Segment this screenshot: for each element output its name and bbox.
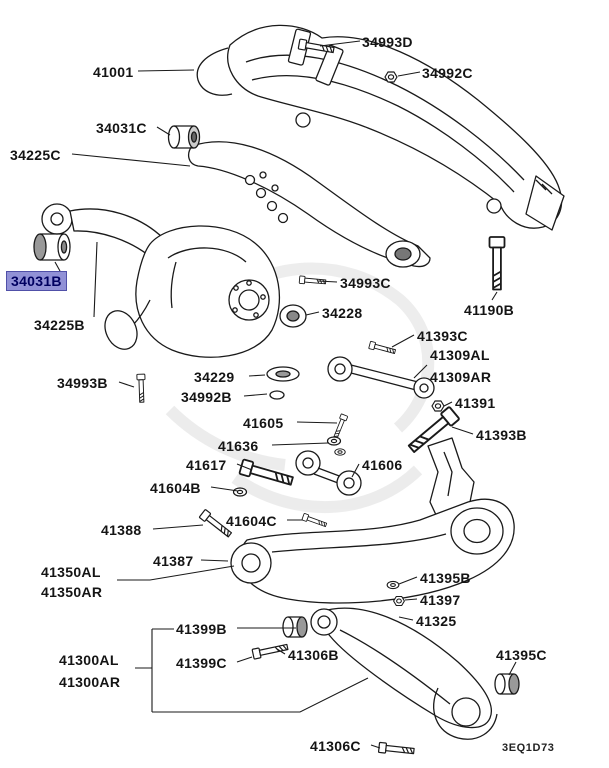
part-label-34228[interactable]: 34228	[322, 305, 363, 321]
part-label-41393C[interactable]: 41393C	[417, 328, 468, 344]
part-label-41399B[interactable]: 41399B	[176, 621, 227, 637]
part-label-41309AL[interactable]: 41309AL	[430, 347, 490, 363]
leader-lines	[54, 40, 517, 749]
part-label-34993C[interactable]: 34993C	[340, 275, 391, 291]
part-label-41604C[interactable]: 41604C	[226, 513, 277, 529]
assist-link-41606-drawing	[295, 450, 362, 496]
upper-arm-drawing	[187, 141, 431, 268]
part-label-41617[interactable]: 41617	[186, 457, 227, 473]
part-label-34031B-selected[interactable]: 34031B	[6, 271, 67, 291]
part-label-34229[interactable]: 34229	[194, 369, 235, 385]
part-label-41306C[interactable]: 41306C	[310, 738, 361, 754]
bolt-41190B	[488, 236, 506, 291]
part-label-41395C[interactable]: 41395C	[496, 647, 547, 663]
part-label-34993D[interactable]: 34993D	[362, 34, 413, 50]
part-label-41350AL[interactable]: 41350AL	[41, 564, 101, 580]
part-label-41300AR[interactable]: 41300AR	[59, 674, 121, 690]
part-label-41300AL[interactable]: 41300AL	[59, 652, 119, 668]
nut-34992C	[384, 71, 398, 83]
part-label-41325[interactable]: 41325	[416, 613, 457, 629]
part-label-41306B[interactable]: 41306B	[288, 647, 339, 663]
differential-trailing-arm-drawing	[41, 203, 281, 358]
washer-41604B	[232, 487, 248, 497]
part-label-41309AR[interactable]: 41309AR	[430, 369, 492, 385]
bolt-41393C	[368, 340, 397, 356]
bolt-41605	[331, 413, 349, 440]
part-label-41604B[interactable]: 41604B	[150, 480, 201, 496]
bushing-41395C-drawing	[494, 673, 520, 695]
bushing-34228-drawing	[279, 304, 307, 328]
washer-34229-drawing	[266, 366, 300, 382]
part-label-41001[interactable]: 41001	[93, 64, 134, 80]
bushing-34031B-drawing	[33, 233, 71, 261]
lateral-rod-41309-drawing	[327, 356, 435, 399]
washer-41636-b	[334, 448, 346, 456]
part-label-41391[interactable]: 41391	[455, 395, 496, 411]
bolt-34993B	[136, 373, 147, 403]
bolt-41604C	[301, 512, 328, 529]
part-label-41605[interactable]: 41605	[243, 415, 284, 431]
part-label-41387[interactable]: 41387	[153, 553, 194, 569]
diagram-code: 3EQ1D73	[502, 742, 555, 754]
washer-41395B	[386, 580, 400, 590]
part-label-41636[interactable]: 41636	[218, 438, 259, 454]
part-label-41393B[interactable]: 41393B	[476, 427, 527, 443]
nut-34992B-drawing	[269, 390, 285, 400]
lower-arm-41325-drawing	[310, 607, 498, 740]
part-label-41399C[interactable]: 41399C	[176, 655, 227, 671]
part-label-34225C[interactable]: 34225C	[10, 147, 61, 163]
bushing-34031C-drawing	[167, 125, 201, 149]
part-label-34225B[interactable]: 34225B	[34, 317, 85, 333]
bolt-41306C	[377, 741, 415, 757]
bolt-41399C-41306B	[251, 641, 290, 660]
part-label-41350AR[interactable]: 41350AR	[41, 584, 103, 600]
part-label-34992C[interactable]: 34992C	[422, 65, 473, 81]
part-label-34031C[interactable]: 34031C	[96, 120, 147, 136]
part-label-41606[interactable]: 41606	[362, 457, 403, 473]
part-label-41190B[interactable]: 41190B	[464, 302, 515, 318]
washer-41636	[326, 436, 342, 446]
nut-41391	[431, 400, 445, 412]
nut-41397	[393, 595, 405, 607]
part-label-41397[interactable]: 41397	[420, 592, 461, 608]
part-label-34993B[interactable]: 34993B	[57, 375, 108, 391]
trailing-arm-41350-drawing	[230, 498, 515, 604]
bushing-41399B-drawing	[282, 616, 308, 638]
part-label-41388[interactable]: 41388	[101, 522, 142, 538]
part-label-41395B[interactable]: 41395B	[420, 570, 471, 586]
part-label-34992B[interactable]: 34992B	[181, 389, 232, 405]
crossmember-41001-drawing	[196, 24, 565, 231]
